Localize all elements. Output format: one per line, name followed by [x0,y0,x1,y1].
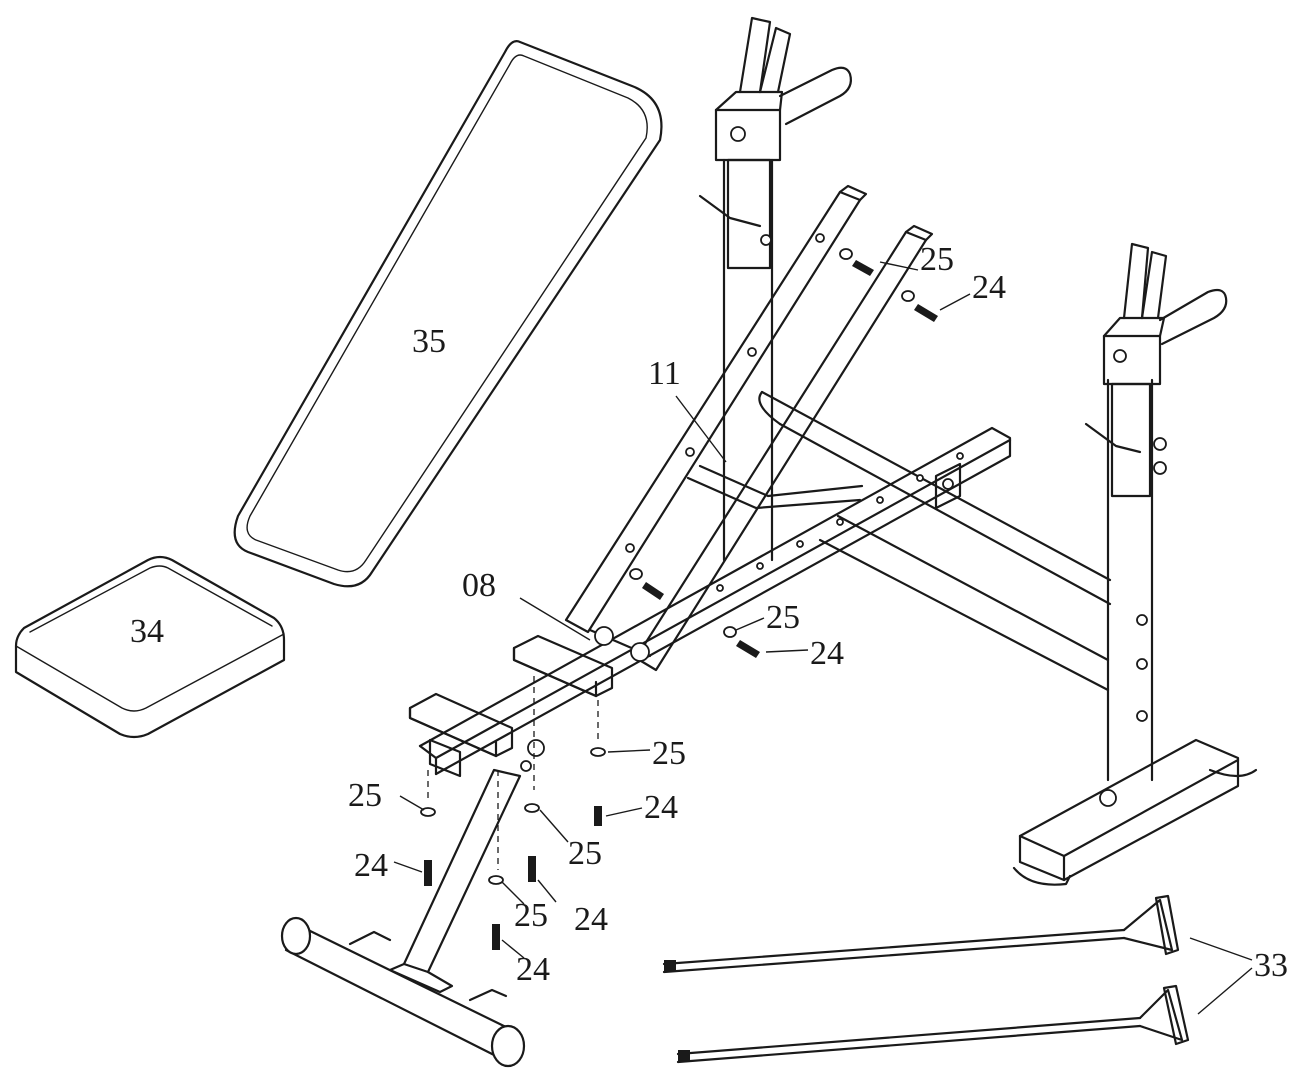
label-24-low: 24 [516,951,550,988]
main-spine [418,426,1012,776]
seat-bracket [408,634,614,778]
label-34: 34 [130,613,164,650]
label-24-left: 24 [354,847,388,884]
back-support-rails [564,184,934,672]
callout-labels: 35 34 11 08 25 24 25 24 25 24 25 24 25 2… [130,241,1288,988]
label-25-right: 25 [652,735,686,772]
label-24-mid: 24 [810,635,844,672]
label-08: 08 [462,567,496,604]
label-24-right: 24 [644,789,678,826]
label-25-low: 25 [514,897,548,934]
front-leg [388,768,522,994]
assembly-guides [427,676,599,870]
fasteners [420,248,938,950]
label-24-top: 24 [972,269,1006,306]
label-11: 11 [648,355,681,392]
resistance-bands [662,894,1190,1064]
label-33: 33 [1254,947,1288,984]
backrest-pad [233,40,663,588]
seat-pad [14,555,286,739]
right-upright [1084,242,1228,782]
label-35: 35 [412,323,446,360]
label-25-top: 25 [920,241,954,278]
front-foot-roller [280,916,526,1068]
label-25-mid: 25 [766,599,800,636]
leader-lines [393,261,1253,1015]
label-25-center: 25 [568,835,602,872]
label-25-left: 25 [348,777,382,814]
right-base-foot [1012,738,1258,886]
label-24-center: 24 [574,901,608,938]
